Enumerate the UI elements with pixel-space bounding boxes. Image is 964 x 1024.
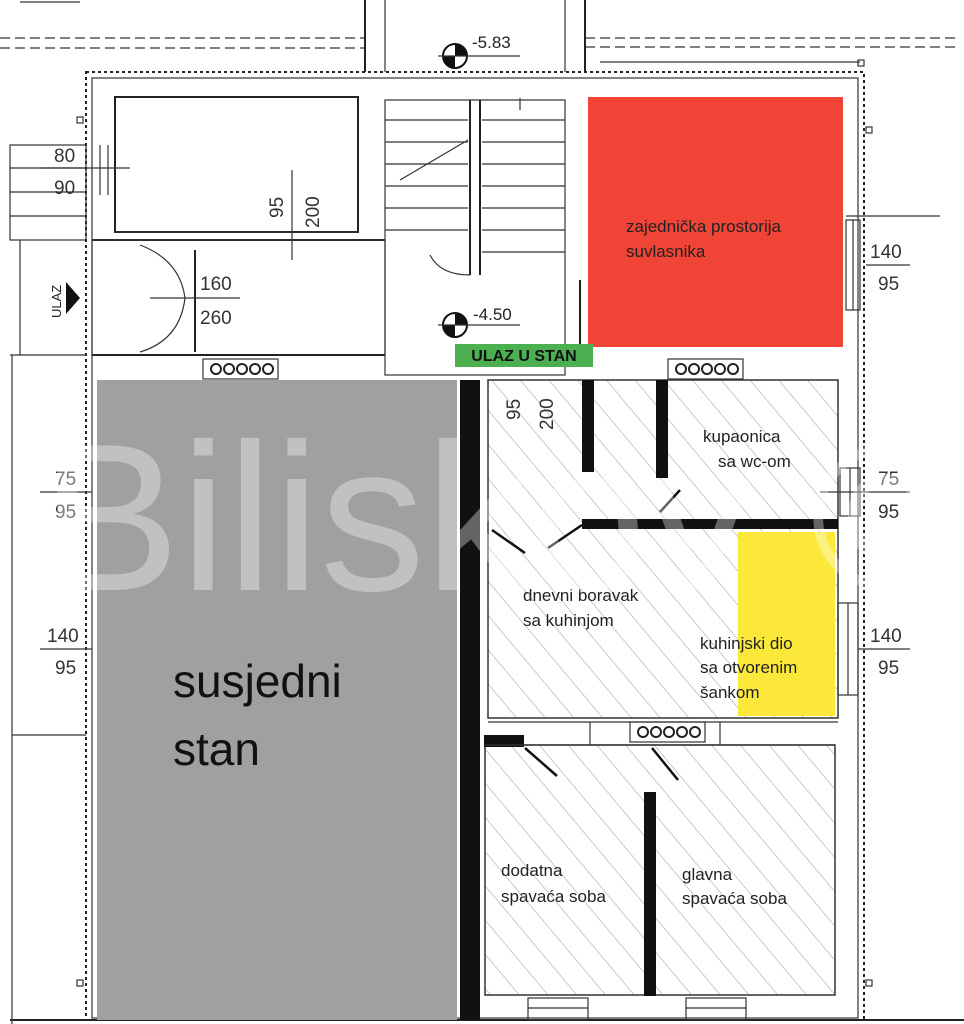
dim-right-window-2-height: 95 [878,502,899,523]
dim-right-window-3-height: 95 [878,658,899,679]
dim-left-window-top-height: 90 [54,178,75,199]
room-labels: zajednička prostorija suvlasnika kupaoni… [173,217,797,908]
right-window-1 [845,215,940,311]
kitchen-fill [738,532,835,716]
radiator-dot [676,726,688,738]
dim-right-window-1-height: 95 [878,274,899,295]
dim-left-window-2-width: 75 [55,469,76,490]
kitchen-label-line1: kuhinjski dio [700,634,793,653]
corner-markers [76,59,873,987]
radiator-dot [675,363,687,375]
radiator-dot [249,363,261,375]
entrance-arrow-text: ULAZ [49,285,64,318]
radiator-dot [236,363,248,375]
living-label-line2: sa kuhinjom [523,611,614,630]
bathroom-label-line1: kupaonica [703,427,781,446]
radiator-dot [637,726,649,738]
dim-entry-door-height: 200 [537,398,558,430]
dim-left-window-top-width: 80 [54,146,75,167]
apartment-lower-zone [484,744,836,996]
dim-left-window-3-width: 140 [47,626,79,647]
windows [40,167,910,1021]
common-room-label-line1: zajednička prostorija [626,217,782,236]
radiator-dot [701,363,713,375]
main-bedroom-label-line1: glavna [682,865,733,884]
watermark: Biliskov © [40,400,964,635]
level-upper-text: -5.83 [472,33,511,52]
dim-corridor-width: 160 [200,274,232,295]
common-room-fill [588,97,843,347]
level-lower-text: -4.50 [473,305,512,324]
party-wall [460,380,480,1020]
dim-entry-door-width: 95 [504,399,525,420]
neighbor-apartment-fill [97,380,457,1020]
interior-walls [484,380,838,996]
level-marker-upper [438,43,520,69]
living-label-line1: dnevni boravak [523,586,639,605]
bathroom-label-line2: sa wc-om [718,452,791,471]
radiator-dot [223,363,235,375]
dim-right-window-2-width: 75 [878,469,899,490]
radiator-dot [650,726,662,738]
corridor [66,239,386,356]
neighbor-label-line2: stan [173,723,260,775]
radiator-dot [663,726,675,738]
entrance-label: ULAZ U STAN [471,348,576,365]
radiator-dot [688,363,700,375]
radiator-dot [727,363,739,375]
radiator-dot [210,363,222,375]
radiator-dots [210,363,739,738]
common-room-label-line2: suvlasnika [626,242,706,261]
storage-room [92,96,385,260]
dim-corridor-length: 260 [200,308,232,329]
entrance-badge [455,344,593,367]
dim-right-window-1-width: 140 [870,242,902,263]
level-marker-lower [438,312,520,338]
staircase [384,98,581,376]
dim-upper-door-width: 95 [267,197,288,218]
entrance-arrow-icon [66,282,80,314]
dim-left-window-2-height: 95 [55,502,76,523]
kitchen-label-line2: sa otvorenim [700,658,797,677]
left-exterior-steps [9,144,87,1024]
dim-left-window-3-height: 95 [55,658,76,679]
radiator-dot [262,363,274,375]
extra-bedroom-label-line2: spavaća soba [501,887,606,906]
main-bedroom-label-line2: spavaća soba [682,889,787,908]
door-swings [491,489,681,781]
dim-upper-door-height: 200 [303,196,324,228]
kitchen-label-line3: šankom [700,683,760,702]
dimension-labels: 80 90 95 200 160 260 140 95 95 200 75 95… [47,146,902,679]
site-lines [0,1,955,63]
dim-right-window-3-width: 140 [870,626,902,647]
neighbor-label-line1: susjedni [173,655,342,707]
extra-bedroom-label-line1: dodatna [501,861,563,880]
radiator-dot [689,726,701,738]
radiator-dot [714,363,726,375]
